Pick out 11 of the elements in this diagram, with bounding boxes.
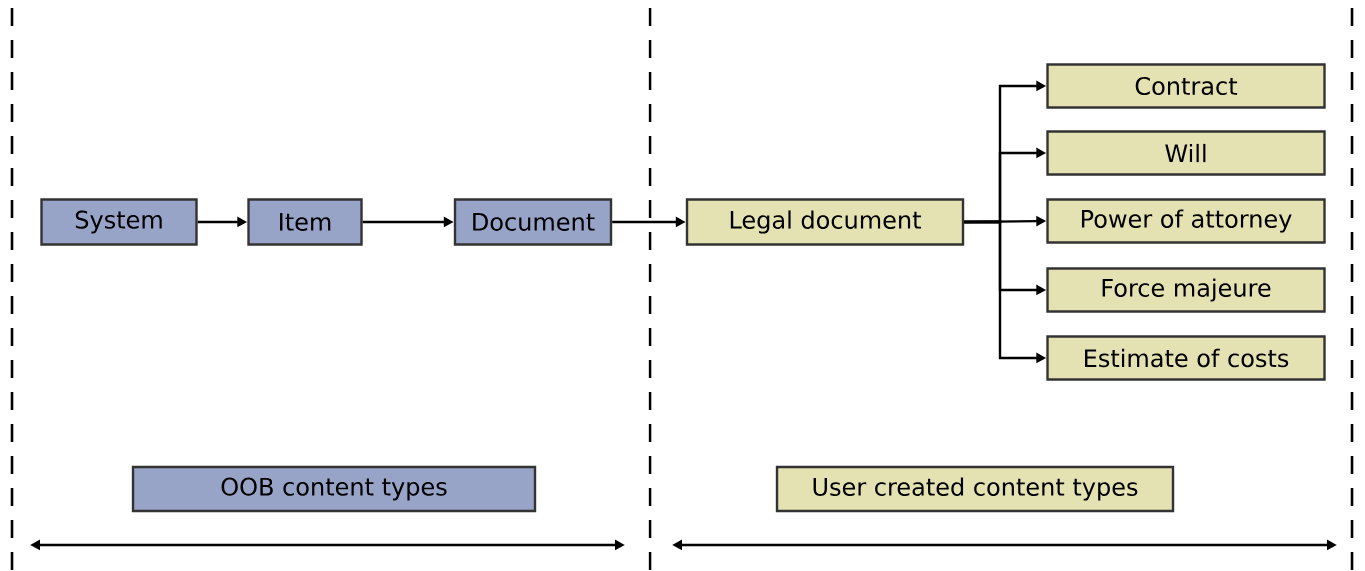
type-box: Estimate of costs <box>1046 335 1326 381</box>
type-box: Contract <box>1046 63 1326 109</box>
type-box: Legal document <box>685 198 965 246</box>
type-box: System <box>40 198 198 246</box>
type-box: Power of attorney <box>1046 198 1326 244</box>
type-box: Will <box>1046 130 1326 176</box>
type-box: User created content types <box>775 465 1175 513</box>
type-box: Document <box>453 198 613 246</box>
type-box: OOB content types <box>131 465 537 513</box>
type-box: Force majeure <box>1046 267 1326 313</box>
type-box: Item <box>247 198 363 246</box>
